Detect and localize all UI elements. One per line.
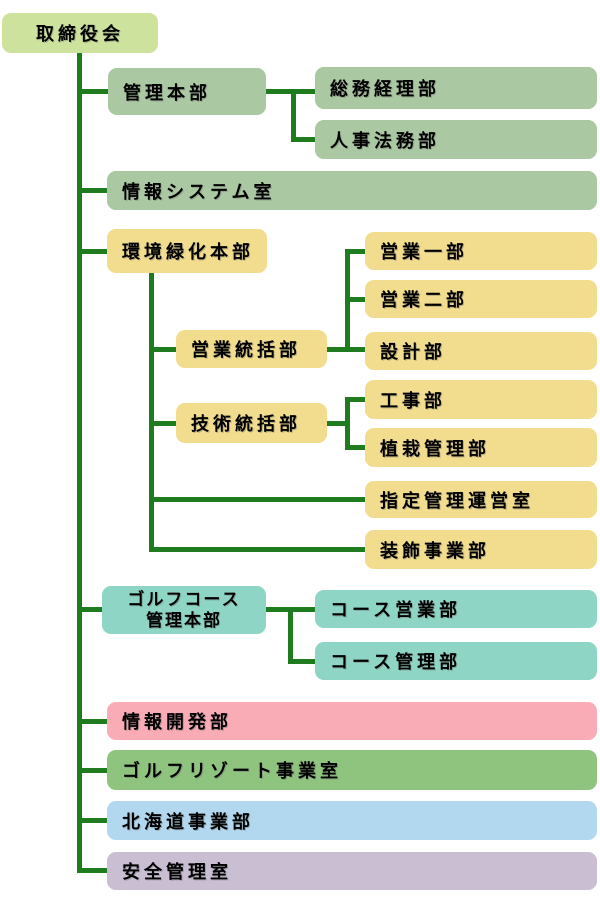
connector-stub-eigyo-tokatsu: [149, 347, 176, 352]
connector-kanri-branch-v: [291, 89, 296, 142]
org-node-joho-kaihatsu: 情報開発部: [107, 702, 597, 740]
org-node-eigyo-2: 営業二部: [365, 280, 597, 318]
connector-golf-branch-v: [288, 607, 293, 664]
connector-gijutsu-v: [345, 397, 350, 450]
connector-stub-eigyo-1: [345, 249, 365, 254]
org-node-kankyo-ryokka: 環境緑化本部: [107, 229, 267, 273]
org-node-sekkei: 設計部: [365, 332, 597, 370]
org-node-board: 取締役会: [2, 13, 158, 53]
connector-stub-shitei-kanri: [149, 497, 365, 502]
connector-stub-anzen-kanri: [77, 868, 107, 873]
org-node-joho-system: 情報システム室: [107, 171, 597, 210]
org-node-kanri-honbu: 管理本部: [108, 68, 266, 115]
org-node-gijutsu-tokatsu: 技術統括部: [176, 403, 327, 443]
org-node-eigyo-tokatsu: 営業統括部: [176, 330, 327, 368]
connector-kankyo-branch-v: [149, 273, 154, 552]
connector-kanri-branch-h: [266, 89, 315, 94]
connector-gijutsu-h: [327, 421, 350, 426]
connector-stub-course-kanri: [288, 659, 315, 664]
org-node-course-eigyo: コース営業部: [315, 590, 597, 628]
connector-stub-golf-resort: [77, 768, 107, 773]
connector-stub-hokkaido: [77, 818, 107, 823]
org-node-golf-course-kanri: ゴルフコース 管理本部: [102, 586, 266, 634]
connector-stub-jinji-homu: [291, 137, 315, 142]
org-node-anzen-kanri: 安全管理室: [107, 852, 597, 890]
org-node-golf-resort: ゴルフリゾート事業室: [107, 750, 597, 790]
org-node-koji: 工事部: [365, 380, 597, 419]
org-node-jinji-homu: 人事法務部: [315, 120, 597, 159]
connector-stub-soshoku-jigyo: [149, 547, 365, 552]
org-node-shokusai-kanri: 植栽管理部: [365, 428, 597, 467]
connector-stub-golf-honbu: [77, 607, 102, 612]
connector-trunk-vertical: [77, 53, 82, 873]
org-node-shitei-kanri: 指定管理運営室: [365, 481, 597, 518]
connector-stub-kanri-honbu: [77, 89, 108, 94]
org-node-hokkaido: 北海道事業部: [107, 801, 597, 840]
org-node-soshoku-jigyo: 装飾事業部: [365, 530, 597, 569]
connector-stub-joho-system: [77, 188, 107, 193]
connector-stub-kankyo-ryokka: [77, 249, 107, 254]
org-node-eigyo-1: 営業一部: [365, 232, 597, 270]
connector-stub-gijutsu-tokatsu: [149, 421, 176, 426]
connector-stub-koji: [345, 397, 365, 402]
connector-stub-shokusai: [345, 445, 365, 450]
connector-stub-eigyo-2: [345, 297, 365, 302]
org-node-somu-keiri: 総務経理部: [315, 67, 597, 109]
connector-stub-joho-kaihatsu: [77, 719, 107, 724]
org-node-course-kanri: コース管理部: [315, 642, 597, 680]
